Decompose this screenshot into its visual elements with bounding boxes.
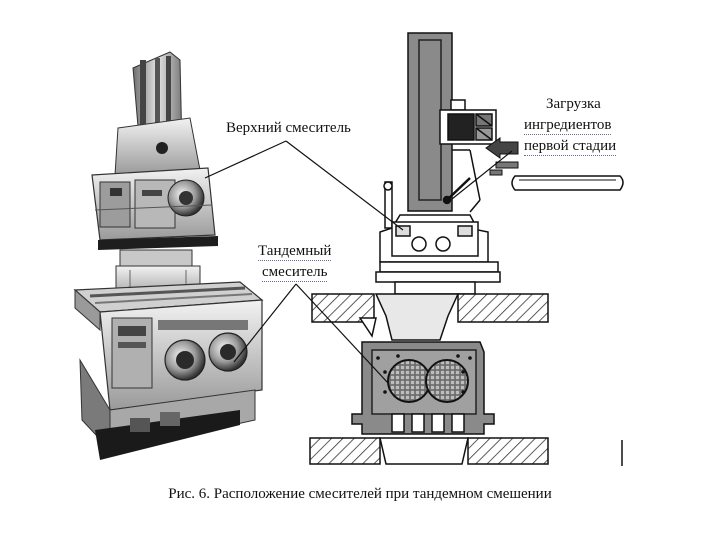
upper-mixer-label: Верхний смеситель (226, 120, 351, 136)
figure-caption: Рис. 6. Расположение смесителей при танд… (168, 486, 552, 502)
tandem-mixer-label-line2: смеситель (262, 264, 328, 282)
cross-section-schematic (309, 32, 624, 466)
loading-label-line1: Загрузка (546, 96, 601, 112)
leader-lines (204, 140, 513, 384)
machine-illustration (73, 51, 264, 460)
loading-label-line2: ингредиентов (524, 117, 612, 135)
loading-label-line3: первой стадии (524, 138, 617, 156)
tandem-mixer-label-line1: Тандемный (258, 243, 332, 261)
